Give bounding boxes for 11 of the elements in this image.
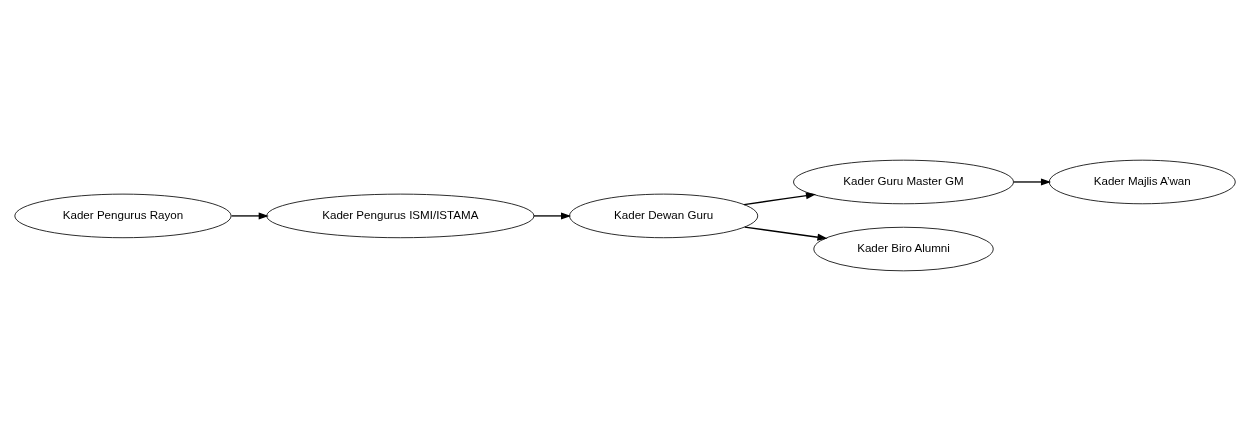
arrow bbox=[743, 191, 817, 205]
arrow bbox=[230, 211, 269, 219]
arrow bbox=[744, 225, 828, 241]
arrow bbox=[533, 211, 572, 219]
node-ellipse: Kader Pengurus Rayon bbox=[14, 193, 232, 238]
node-ellipse: Kader Pengurus ISMI/ISTAMA bbox=[266, 193, 535, 238]
node-ellipse: Kader Dewan Guru bbox=[569, 193, 759, 238]
arrow bbox=[1013, 177, 1052, 185]
node-ellipse: Kader Guru Master GM bbox=[793, 159, 1014, 204]
node-ellipse: Kader Majlis A’wan bbox=[1048, 159, 1236, 204]
node-ellipse: Kader Biro Alumni bbox=[813, 226, 994, 271]
